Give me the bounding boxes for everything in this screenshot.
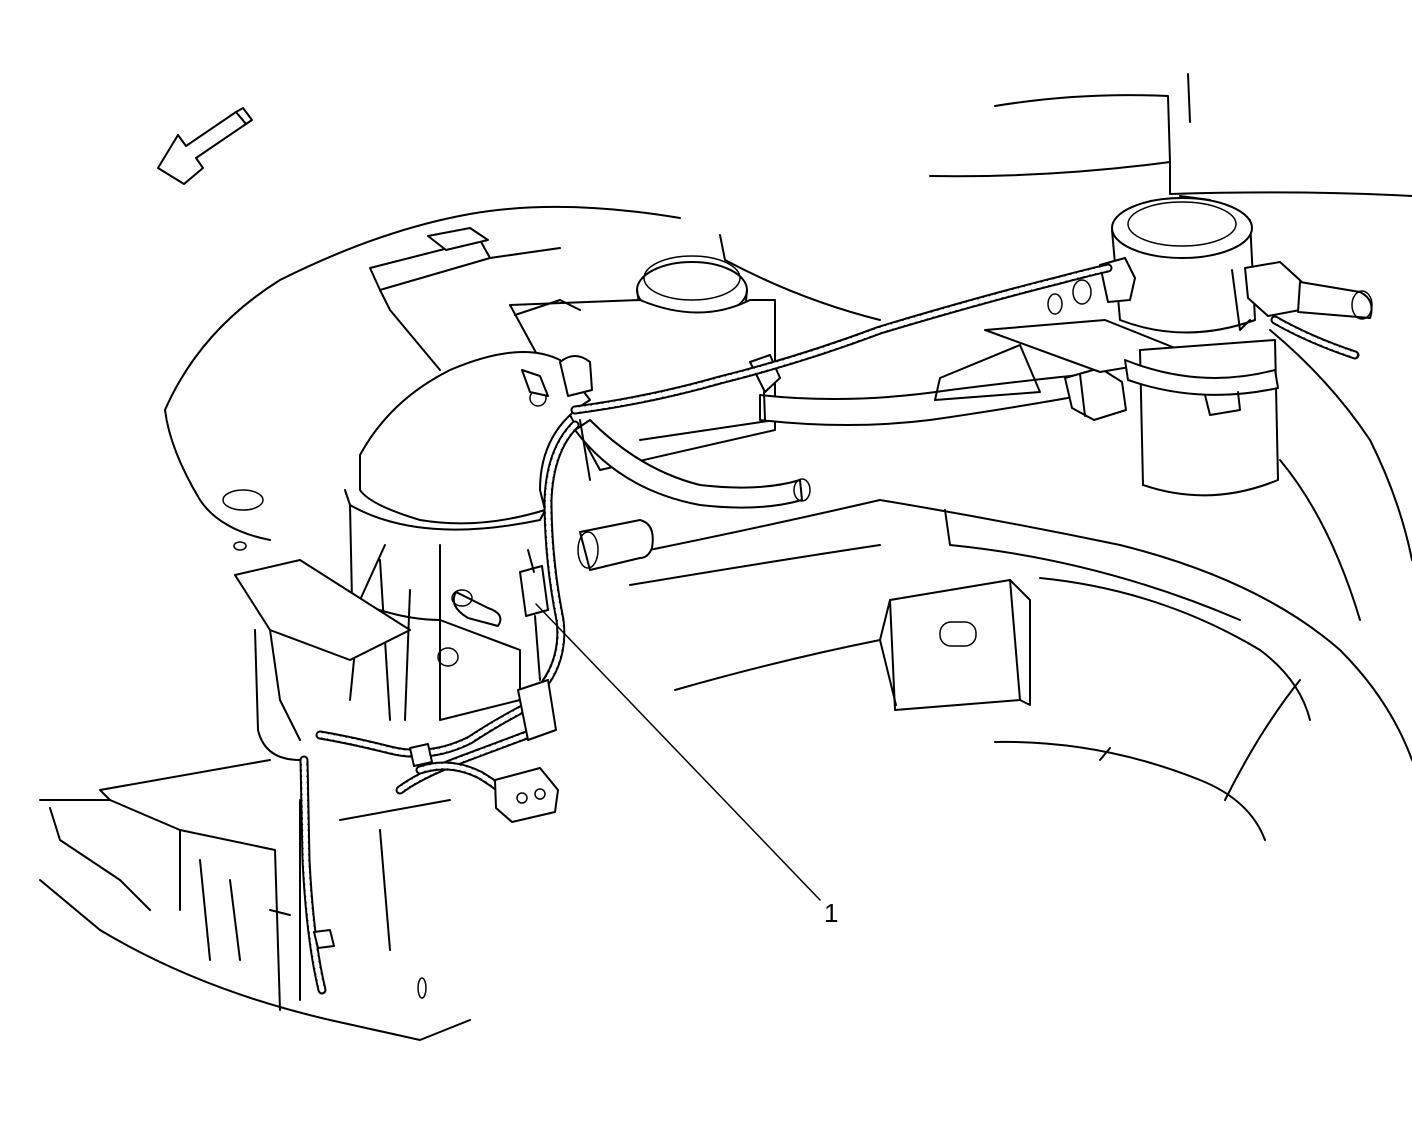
body-panel-upper-right [929, 73, 1412, 201]
lower-left-shelf [222, 489, 411, 761]
radiator-support [39, 759, 471, 1041]
accumulator-canister [1111, 197, 1279, 497]
strut-mount-bracket [879, 579, 1031, 711]
front-direction-arrow-icon [157, 107, 253, 185]
relay-block [369, 227, 561, 371]
fluid-line-lower [574, 419, 811, 509]
sensor-cylinder [437, 589, 502, 667]
callout-leader-1 [535, 603, 821, 901]
callout-label-1: 1 [824, 898, 838, 928]
right-pipe-fitting [1231, 261, 1373, 331]
inner-fender-right [879, 329, 1412, 841]
harness-connectors [313, 549, 559, 949]
line-fitting-nut [1064, 367, 1127, 421]
wiring-harness [299, 263, 1360, 995]
master-cylinder-reservoir [509, 299, 776, 471]
rear-pipe [577, 519, 654, 571]
